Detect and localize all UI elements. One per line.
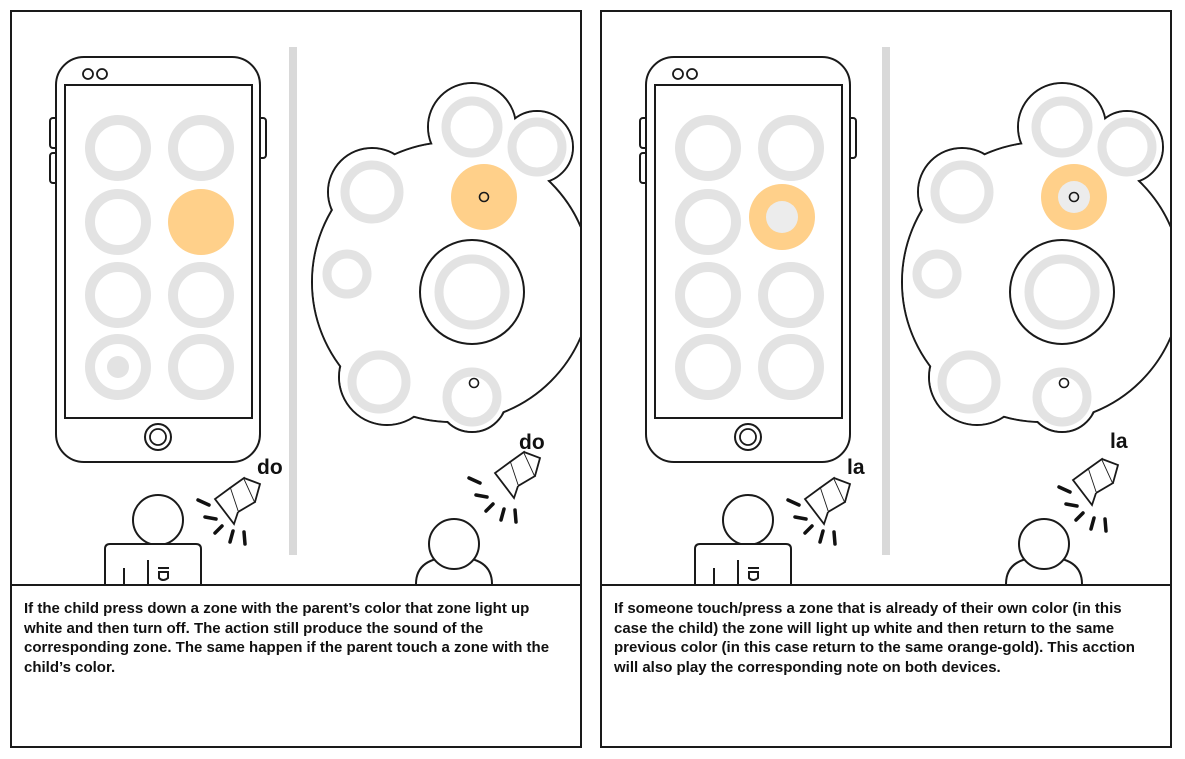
storyboard-panel-2: la la [600,10,1172,748]
camera-icon [82,68,94,80]
parent-note-label: do [519,431,545,454]
zone-3 [675,189,741,255]
zone-1 [675,115,741,181]
touch-point-icon [1068,191,1080,203]
speaker-icon [493,450,542,500]
zone-8 [758,334,824,400]
sensor-icon [686,68,698,80]
zone-2 [758,115,824,181]
sound-waves-icon [196,498,247,546]
scene-illustration: do do [12,12,580,584]
sound-waves-icon [467,476,518,524]
camera-icon [672,68,684,80]
child-figure [694,494,792,584]
blob-zone-child-color [451,164,517,230]
caption-text: If the child press down a zone with the … [12,584,580,746]
zone-5 [85,262,151,328]
zone-4-white-flash [766,201,798,233]
speaker-icon [213,476,262,526]
zone-grid [85,115,234,400]
caption-text: If someone touch/press a zone that is al… [602,584,1170,746]
zone-7 [85,334,151,400]
touch-point-icon [478,191,490,203]
home-button [734,423,762,451]
scene-illustration: la la [602,12,1170,584]
sensor-icon [96,68,108,80]
parent-blob-device [901,82,1170,433]
zone-5 [675,262,741,328]
divider-line [882,47,890,555]
smartphone [639,56,857,463]
zone-1 [85,115,151,181]
press-indicator [107,356,129,378]
smartphone [49,56,267,463]
speaker-icon [803,476,852,526]
divider-line [289,47,297,555]
zone-2 [168,115,234,181]
child-figure [104,494,202,584]
zone-4-child-color [168,189,234,255]
parent-blob-device [311,82,580,433]
parent-figure [1005,518,1083,584]
speaker-icon [1071,457,1120,507]
storyboard-panel-1: do do [10,10,582,748]
sound-waves-icon [786,498,837,546]
parent-figure [415,518,493,584]
sound-waves-icon [1057,485,1108,533]
phone-note-label: do [257,456,283,479]
home-button [144,423,172,451]
blob-zone-white-flash [1058,181,1090,213]
zone-grid [675,115,824,400]
zone-8 [168,334,234,400]
zone-6 [168,262,234,328]
zone-7 [675,334,741,400]
parent-note-label: la [1110,430,1128,453]
phone-note-label: la [847,456,865,479]
touch-point-icon [1058,377,1070,389]
touch-point-icon [468,377,480,389]
zone-3 [85,189,151,255]
zone-6 [758,262,824,328]
